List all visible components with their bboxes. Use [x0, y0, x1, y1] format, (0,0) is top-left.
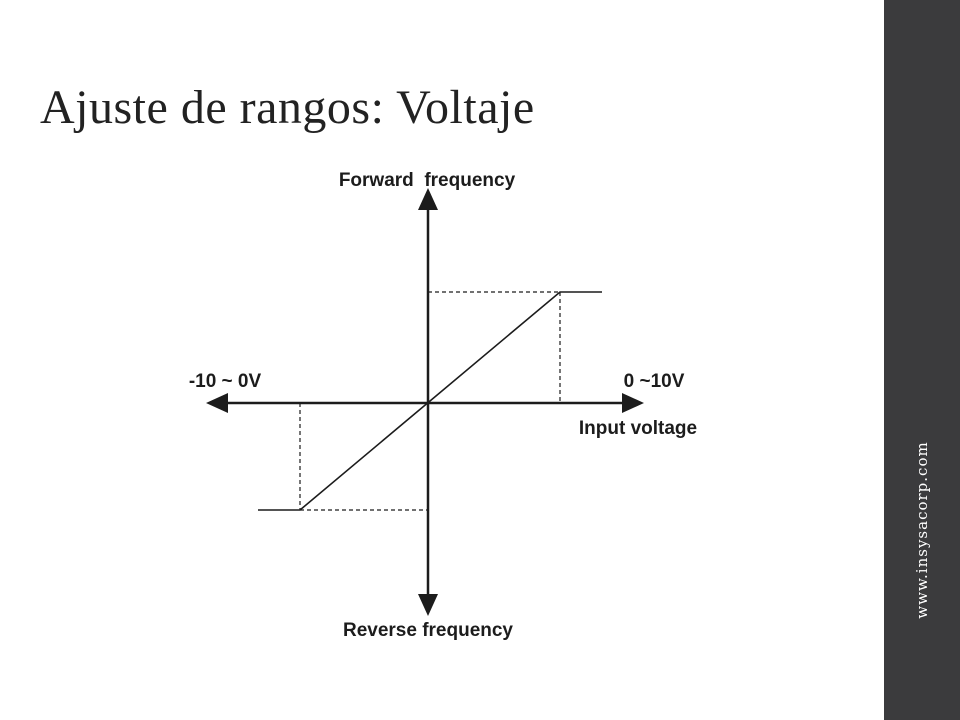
x-axis-arrow-left — [206, 393, 228, 413]
voltage-frequency-diagram: Forward frequency Reverse frequency -10 … — [189, 170, 697, 641]
y-axis-arrow-up — [418, 188, 438, 210]
sidebar — [884, 0, 960, 720]
y-axis-arrow-down — [418, 594, 438, 616]
sidebar-website: www.insysacorp.com — [913, 441, 931, 619]
negative-range-label: -10 ~ 0V — [189, 371, 262, 392]
forward-frequency-label: Forward frequency — [339, 170, 516, 191]
reverse-frequency-label: Reverse frequency — [343, 620, 513, 641]
slide: Ajuste de rangos: Voltaje Forward freque… — [40, 81, 698, 641]
x-axis-arrow-right — [622, 393, 644, 413]
input-voltage-label: Input voltage — [579, 418, 697, 439]
transfer-curve — [258, 291, 602, 511]
positive-range-label: 0 ~10V — [624, 371, 685, 392]
slide-title: Ajuste de rangos: Voltaje — [40, 81, 535, 134]
